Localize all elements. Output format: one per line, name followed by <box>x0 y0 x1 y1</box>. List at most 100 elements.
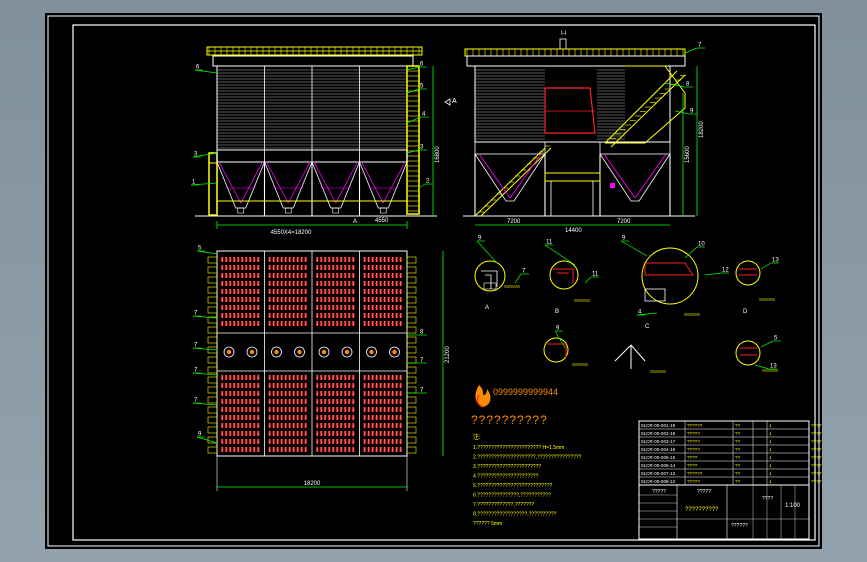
title-block-cell: ?????? <box>687 423 703 428</box>
callout-7: 7 <box>698 43 702 49</box>
valve-circle <box>246 346 258 358</box>
note-line: 8.??????????????????,?????????? <box>473 512 557 518</box>
title-block-cell: ?????? <box>811 431 822 436</box>
side-roof <box>466 55 686 67</box>
side-dim-right: 7200 <box>617 219 631 225</box>
title-block-cell: ????? <box>687 439 700 444</box>
title-block-cell: 01CR-09-008-12 <box>641 479 676 484</box>
note-line: 2.?????????????????????,???????????????? <box>473 455 582 461</box>
logo-number: 0999999999944 <box>493 387 558 397</box>
flame-icon <box>475 385 491 407</box>
front-dim-bottom: 4550X4=18200 <box>271 230 313 236</box>
side-dim-vertical-outer: 18200 <box>699 121 705 138</box>
side-elevation-view: I-I 7200 14400 <box>444 31 705 234</box>
callout-6-right: 6 <box>420 62 424 68</box>
valve-circle <box>294 346 305 358</box>
plan-dim-width: 18200 <box>304 481 321 487</box>
plan-callout-right: 7 <box>420 358 424 364</box>
technical-notes: 注: 1.??????????????????????? H=1.5mm2.??… <box>473 433 582 527</box>
drawing-number: ?????? <box>731 523 748 529</box>
callout-9: 9 <box>690 109 694 115</box>
note-line: 4.?????????????????????? <box>473 474 539 480</box>
drawing-title: ?????????? <box>685 507 719 513</box>
title-block-cell: ????????? <box>811 423 822 428</box>
title-block-cell: ?????? <box>811 471 822 476</box>
stamp-left: ????? <box>652 489 666 495</box>
drawing-heading: ?????????? <box>471 413 548 427</box>
front-dim-vertical: 16800 <box>435 146 441 163</box>
callout-3-right: 3 <box>420 145 424 151</box>
title-block-cell: ???? <box>687 455 698 460</box>
callout-4-right: 4 <box>422 112 426 118</box>
title-block-cell: ?? <box>735 447 741 452</box>
title-block-cell: ?? <box>735 479 741 484</box>
detail-callout: 7 <box>522 269 526 275</box>
hopper-side <box>474 153 546 202</box>
plan-callout-left: 7 <box>194 368 198 374</box>
roof <box>212 55 414 67</box>
detail-label: A <box>485 305 489 311</box>
front-dim-right: 4550 <box>375 218 389 224</box>
plan-callout-bottom: 9 <box>198 432 202 438</box>
inlet-duct <box>544 87 596 134</box>
note-line: 7.?????????????,??????? <box>473 502 534 508</box>
right-ladder <box>406 65 420 215</box>
plan-callout-right: 7 <box>420 388 424 394</box>
title-block-cell: 1 <box>769 431 772 436</box>
title-block-cell: 1 <box>769 471 772 476</box>
detail-callout: 5 <box>774 336 778 342</box>
note-line: 5.??????????????????????????? <box>473 483 552 489</box>
title-block-cell: ?????? <box>811 447 822 452</box>
plan-callout-left: 7 <box>194 398 198 404</box>
title-block-cell: 01CR-09-005-15 <box>641 455 676 460</box>
plan-dim-height: 21200 <box>445 346 451 363</box>
hopper-side <box>599 153 671 202</box>
title-block-cell: 1 <box>769 447 772 452</box>
title-block-cell: ????? <box>687 447 700 452</box>
callout-3-left: 3 <box>194 152 198 158</box>
title-block-cell: ?????? <box>811 439 822 444</box>
title-block-cell: 1 <box>769 463 772 468</box>
detail-callout: 13 <box>772 258 779 264</box>
title-block-cell: ???? <box>687 463 698 468</box>
detail-callout: 9 <box>556 326 560 332</box>
title-block-cell: ?? <box>735 463 741 468</box>
title-block-cell: ?????? <box>811 479 822 484</box>
detail-circle <box>641 247 699 305</box>
title-block-cell: 01CR-09-002-18 <box>641 431 676 436</box>
stair-outline <box>605 65 686 144</box>
scale-label: ???? <box>762 496 773 502</box>
side-dim-vertical-inner: 15600 <box>685 146 691 163</box>
plan-callout-top: 5 <box>198 246 202 252</box>
detail-callout: 13 <box>770 364 777 370</box>
title-block-cell: 01CR-09-004-16 <box>641 447 676 452</box>
title-block-cell: ?????? <box>811 455 822 460</box>
detail-callout: 12 <box>722 268 729 274</box>
detail-label: B <box>555 309 559 315</box>
side-dim-left: 7200 <box>507 219 521 225</box>
detail-callout: 11 <box>546 240 553 246</box>
valve-circle <box>318 346 330 358</box>
title-block-cell: ?? <box>735 471 741 476</box>
valve-circle <box>223 346 235 358</box>
detail-label: D <box>743 309 748 315</box>
detail-callout: 11 <box>592 272 599 278</box>
title-block-cell: 01CR-09-007-13 <box>641 471 676 476</box>
side-body <box>474 65 671 143</box>
detail-circle <box>735 260 761 286</box>
title-block-cell: 1 <box>769 455 772 460</box>
detail-circle <box>735 340 761 366</box>
front-section-mark: A <box>353 219 357 225</box>
valve-circle <box>366 346 377 358</box>
detail-callout: 4 <box>638 310 642 316</box>
title-block-cell: 01CR-09-001-19 <box>641 423 676 428</box>
stamp-mid: ????? <box>697 489 711 495</box>
plan-callout-right: 8 <box>420 330 424 336</box>
title-block-cell: ?? <box>735 455 741 460</box>
callout-1-left: 1 <box>192 180 196 186</box>
note-line: 3.??????????????????????? <box>473 464 541 470</box>
